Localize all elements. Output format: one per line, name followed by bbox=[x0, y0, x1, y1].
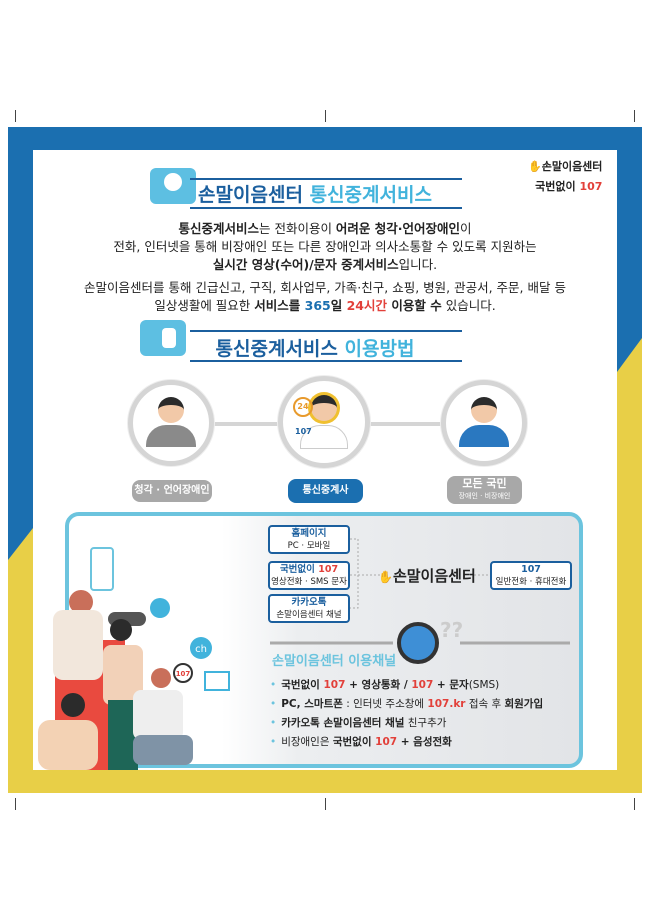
107-hand-icon: 107 bbox=[295, 427, 312, 436]
role-label-citizen: 모든 국민 장애인 · 비장애인 bbox=[447, 476, 522, 504]
question-icon: ?? bbox=[440, 618, 464, 642]
usage-item: 국번없이 107 + 영상통화 / 107 + 문자(SMS) bbox=[270, 678, 499, 692]
role-label-deaf: 청각 · 언어장애인 bbox=[132, 480, 212, 502]
deaf-person-avatar bbox=[128, 380, 214, 466]
svg-text:107: 107 bbox=[176, 670, 191, 678]
crop-mark bbox=[634, 110, 635, 122]
laptop-icon bbox=[204, 671, 230, 691]
title-line bbox=[190, 330, 462, 332]
hand-icon: ✋ bbox=[528, 160, 542, 173]
crop-mark bbox=[634, 798, 635, 810]
center-logo: ✋손말이음센터 bbox=[378, 567, 476, 585]
usage-item: PC, 스마트폰 : 인터넷 주소창에 107.kr 접속 후 회원가입 bbox=[270, 697, 543, 711]
kakaotalk-ch-icon bbox=[190, 637, 212, 659]
relay-operator-avatar: 24 107 bbox=[278, 376, 370, 468]
logo-phone-prefix: 국번없이 bbox=[535, 180, 576, 193]
svg-text:ch: ch bbox=[195, 644, 207, 655]
crop-mark bbox=[15, 798, 16, 810]
sign-person-icon bbox=[140, 320, 186, 356]
operator-icon bbox=[150, 598, 170, 618]
headset-hand-icon bbox=[397, 622, 439, 664]
headset-person-icon bbox=[150, 168, 196, 204]
title-line bbox=[190, 178, 462, 180]
usage-item: 카카오톡 손말이음센터 채널 친구추가 bbox=[270, 716, 446, 730]
crop-mark bbox=[325, 798, 326, 810]
crop-mark bbox=[15, 110, 16, 122]
logo: ✋손말이음센터 국번없이 107 bbox=[528, 158, 602, 194]
usage-item: 비장애인은 국번없이 107 + 음성전화 bbox=[270, 735, 452, 749]
role-label-operator: 통신중계사 bbox=[288, 479, 363, 503]
magnifier-107-icon bbox=[173, 663, 193, 683]
crop-mark bbox=[325, 110, 326, 122]
24h-badge-icon: 24 bbox=[293, 397, 313, 417]
logo-phone-number: 107 bbox=[579, 180, 603, 193]
title-line bbox=[190, 207, 462, 209]
section2-title: 통신중계서비스 이용방법 bbox=[215, 338, 415, 360]
citizen-avatar bbox=[441, 380, 527, 466]
intro-text: 통신중계서비스는 전화이용이 어려운 청각·언어장애인이 전화, 인터넷을 통해… bbox=[84, 221, 566, 313]
hand-107-icon: ✋ bbox=[378, 570, 393, 584]
phone-icon bbox=[90, 547, 114, 591]
title-line bbox=[190, 360, 462, 362]
usage-heading: 손말이음센터 이용채널 bbox=[272, 654, 397, 669]
section1-title: 손말이음센터 통신중계서비스 bbox=[198, 184, 432, 206]
people-illustration: ch 107 bbox=[38, 547, 230, 770]
logo-name: 손말이음센터 bbox=[541, 160, 603, 173]
